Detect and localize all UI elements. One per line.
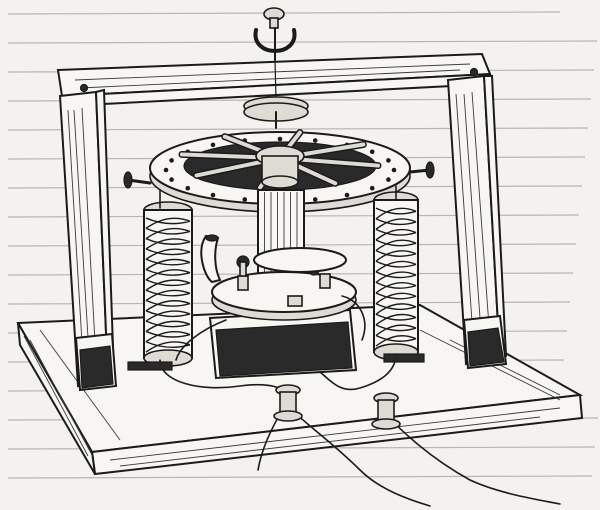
binding-post-icon	[371, 392, 401, 430]
binding-post-icon	[273, 384, 303, 422]
screw-icon	[79, 83, 89, 93]
clamp-icon	[127, 361, 173, 371]
lever-handle-icon	[200, 234, 222, 284]
thumbscrew-icon	[123, 171, 152, 189]
thumbscrew-icon	[408, 161, 435, 179]
left-coil	[143, 189, 193, 367]
commutator-assembly	[200, 234, 358, 380]
suspension-assembly	[243, 7, 309, 129]
clamp-icon	[383, 353, 425, 363]
screw-icon	[469, 67, 479, 77]
rotor-wheel	[123, 129, 435, 213]
right-coil	[373, 185, 419, 361]
